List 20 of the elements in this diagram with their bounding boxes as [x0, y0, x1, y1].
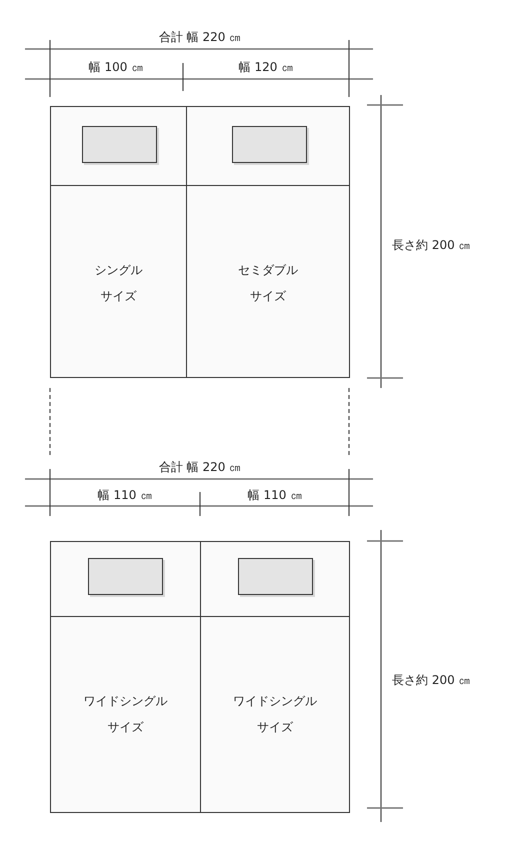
- dimension-label: 幅 120 ㎝: [238, 60, 294, 74]
- bed-size-label: ワイドシングルサイズ: [233, 693, 317, 736]
- pillow: [88, 558, 163, 595]
- bed-size-label: シングルサイズ: [94, 262, 142, 305]
- dimension-label: 長さ約 200 ㎝: [392, 673, 471, 687]
- pillow: [82, 126, 157, 163]
- bed-plan: [200, 541, 350, 813]
- bed-plan: [50, 541, 201, 813]
- pillow: [232, 126, 307, 163]
- dimension-label: 幅 100 ㎝: [88, 60, 144, 74]
- dimension-label: 幅 110 ㎝: [248, 488, 302, 502]
- dimension-label: 長さ約 200 ㎝: [392, 238, 471, 252]
- bed-size-label: ワイドシングルサイズ: [84, 693, 168, 736]
- bed-size-label: セミダブルサイズ: [238, 262, 298, 305]
- pillow: [238, 558, 313, 595]
- dimension-label: 合計 幅 220 ㎝: [158, 30, 242, 44]
- dimension-label: 合計 幅 220 ㎝: [158, 460, 242, 474]
- bed-plan: [50, 106, 187, 378]
- bed-plan: [186, 106, 350, 378]
- dimension-label: 幅 110 ㎝: [98, 488, 152, 502]
